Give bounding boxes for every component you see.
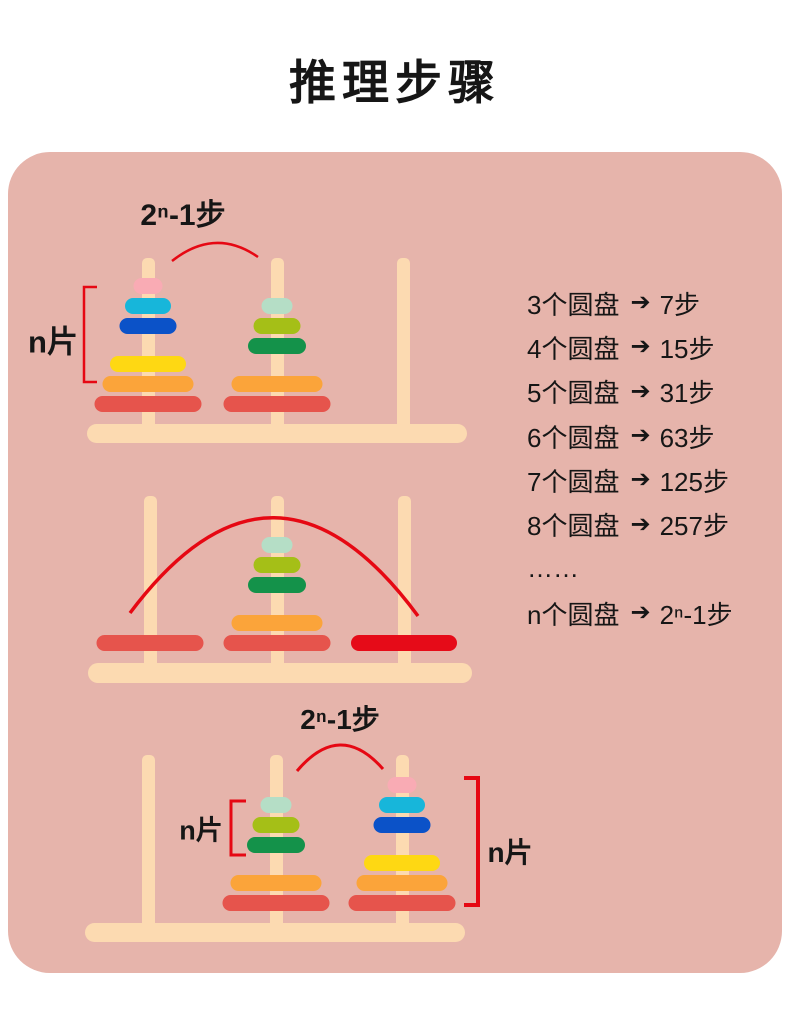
- n-discs-label: n片: [487, 837, 533, 868]
- steps-row-disks: 8个圆盘: [527, 511, 620, 542]
- disc-olive: [252, 817, 300, 833]
- steps-row-disks: 6个圆盘: [527, 422, 620, 453]
- disc-green: [247, 837, 305, 853]
- arrow-icon: ➔: [630, 466, 651, 494]
- n-discs-label: n片: [28, 324, 78, 360]
- move-count-label: 2ⁿ-1步: [140, 199, 226, 232]
- disc-red: [96, 635, 204, 651]
- disc-red: [222, 895, 330, 911]
- steps-row: ……: [527, 547, 733, 591]
- arrow-icon: ➔: [630, 510, 651, 538]
- disc-blue: [119, 318, 177, 334]
- disc-mint: [261, 298, 293, 314]
- steps-row: 7个圆盘 ➔ 125步: [527, 458, 733, 502]
- disc-green: [248, 577, 306, 593]
- peg: [396, 258, 410, 434]
- steps-row-count: 7步: [659, 289, 701, 320]
- disc-mint: [260, 797, 292, 813]
- steps-row: n个圆盘 ➔ 2ⁿ-1步: [527, 591, 733, 635]
- arrow-icon: ➔: [630, 422, 651, 450]
- arrow-icon: ➔: [630, 599, 651, 627]
- steps-row-count: 2ⁿ-1步: [659, 599, 733, 630]
- steps-row-disks: ……: [527, 553, 579, 584]
- disc-cyan: [379, 797, 425, 813]
- peg: [141, 755, 155, 933]
- arrow-icon: ➔: [630, 377, 651, 405]
- steps-row: 8个圆盘 ➔ 257步: [527, 502, 733, 546]
- steps-row-disks: 5个圆盘: [527, 378, 620, 409]
- steps-row-disks: 3个圆盘: [527, 289, 620, 320]
- disc-green: [248, 338, 306, 354]
- steps-row-count: 15步: [659, 333, 715, 364]
- arrow-icon: ➔: [630, 333, 651, 361]
- steps-row-disks: 7个圆盘: [527, 466, 620, 497]
- steps-row-count: 257步: [659, 511, 729, 542]
- steps-row: 3个圆盘 ➔ 7步: [527, 281, 733, 325]
- disc-red: [94, 396, 202, 412]
- disc-orange: [356, 875, 448, 891]
- steps-row: 4个圆盘 ➔ 15步: [527, 325, 733, 369]
- disc-red: [348, 895, 456, 911]
- base-board: [88, 663, 472, 683]
- disc-blue: [373, 817, 431, 833]
- steps-row-count: 125步: [659, 466, 729, 497]
- disc-mint: [261, 537, 293, 553]
- steps-row-disks: n个圆盘: [527, 599, 620, 630]
- disc-orange: [231, 615, 323, 631]
- disc-red: [223, 635, 331, 651]
- steps-list: 3个圆盘 ➔ 7步 4个圆盘 ➔ 15步 5个圆盘 ➔ 31步 6个圆盘 ➔ 63步 7个圆盘 ➔ 125步…: [527, 281, 733, 635]
- disc-pink: [387, 777, 417, 793]
- disc-olive: [253, 557, 301, 573]
- disc-pink: [133, 278, 163, 294]
- disc-orange: [230, 875, 322, 891]
- disc-yellow: [364, 855, 440, 871]
- disc-orange: [102, 376, 194, 392]
- disc-olive: [253, 318, 301, 334]
- page-title: 推理步骤: [289, 56, 501, 109]
- arrow-icon: ➔: [630, 289, 651, 317]
- steps-row-disks: 4个圆盘: [527, 333, 620, 364]
- steps-row: 5个圆盘 ➔ 31步: [527, 370, 733, 414]
- steps-row-count: 31步: [659, 378, 715, 409]
- disc-orange: [231, 376, 323, 392]
- disc-red: [223, 396, 331, 412]
- n-discs-label: n片: [179, 815, 223, 846]
- steps-row-count: 63步: [659, 422, 715, 453]
- disc-yellow: [110, 356, 186, 372]
- disc-cyan: [125, 298, 171, 314]
- disc-crimson: [351, 635, 457, 651]
- move-count-label: 2ⁿ-1步: [300, 704, 380, 735]
- steps-row: 6个圆盘 ➔ 63步: [527, 414, 733, 458]
